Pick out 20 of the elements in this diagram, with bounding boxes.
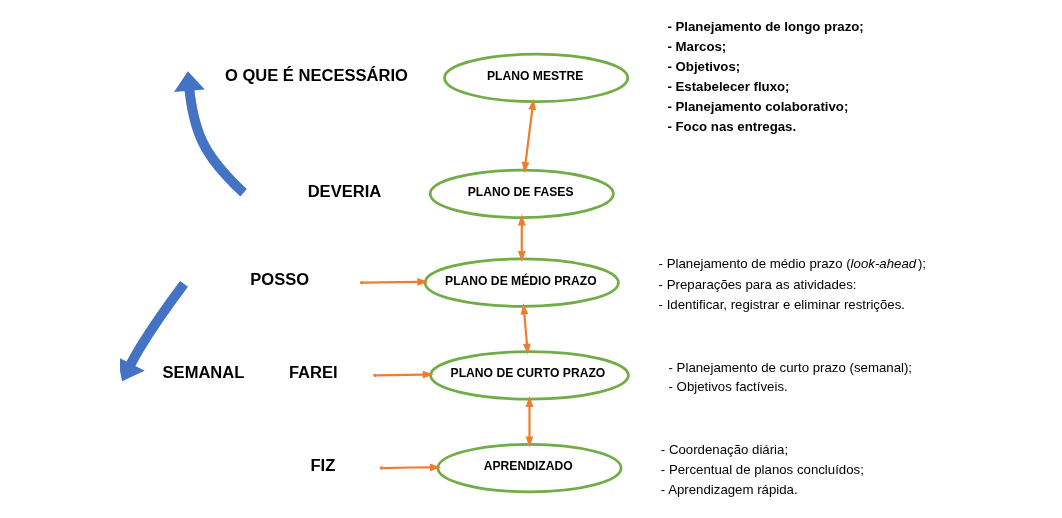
node-label: - Objetivos factíveis. [668,378,788,394]
node-label: - Identificar, registrar e eliminar restrições. [658,296,905,312]
node-label: - Preparações para as atividades: [658,276,856,292]
label: DEVERIA [307,181,381,201]
label: FAREI [288,362,338,382]
label: - Foco nas entregas. [666,118,796,133]
node-label: - Percentual de planos concluídos; [660,461,864,477]
label: - Planejamento colaborativo; [666,98,848,114]
node-label: - Coordenação diária; [660,441,788,457]
label: SEMANAL [162,362,244,382]
label: - Planejamento de longo prazo; [666,18,864,34]
label: FIZ [309,455,335,475]
node-label: - Planejamento de médio prazo (look-ahead); [658,255,926,271]
label: POSSO [249,269,309,289]
label: O QUE É NECESSÁRIO [224,65,408,85]
label: - Estabelecer fluxo; [666,78,790,94]
node-label: - Aprendizagem rápida. [660,481,798,497]
node-label: - Planejamento de curto prazo (semanal); [668,359,912,375]
label: - Objetivos; [666,58,740,74]
label: - Marcos; [666,38,726,54]
